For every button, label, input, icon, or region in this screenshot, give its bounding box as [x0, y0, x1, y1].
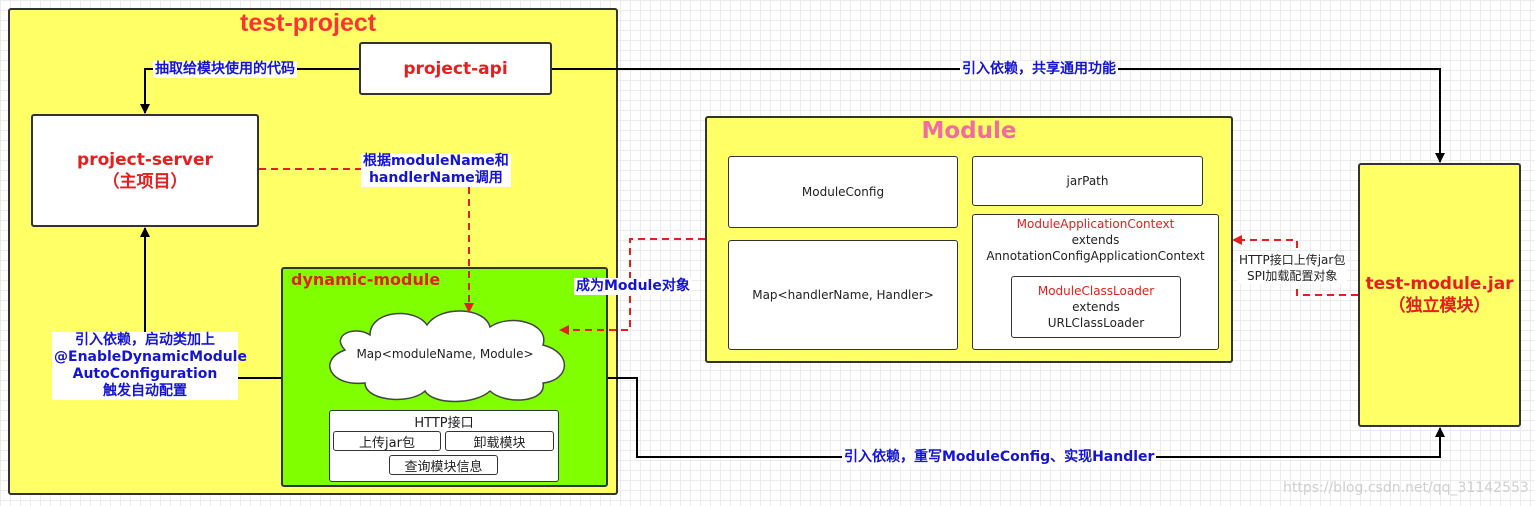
application-context-extends: extends [1071, 233, 1120, 247]
label-upload-line1: HTTP接口上传jar包 [1239, 253, 1346, 267]
label-import-shared: 引入依赖，共享通用功能 [960, 61, 1118, 78]
label-extract-code: 抽取给模块使用的代码 [153, 61, 297, 78]
application-context-text: ModuleApplicationContext extends Annotat… [972, 216, 1219, 264]
query-module-button[interactable]: 查询模块信息 [389, 455, 498, 475]
project-api-label: project-api [403, 58, 508, 79]
project-server-name: project-server [77, 149, 213, 170]
http-interface-title: HTTP接口 [414, 416, 474, 431]
class-loader-extends: extends [1072, 300, 1120, 314]
application-context-name: ModuleApplicationContext [1016, 217, 1175, 231]
module-config-label: ModuleConfig [801, 185, 885, 199]
label-upload-line2: SPI加载配置对象 [1246, 269, 1338, 283]
label-become-module: 成为Module对象 [574, 278, 692, 295]
handler-map-box: Map<handlerName, Handler> [728, 240, 958, 350]
label-auto-line4: 触发自动配置 [103, 383, 187, 399]
jar-path-box: jarPath [972, 156, 1203, 206]
upload-jar-button[interactable]: 上传jar包 [333, 431, 441, 451]
class-loader-name: ModuleClassLoader [1037, 284, 1155, 298]
test-module-jar-subtitle: （独立模块） [1388, 296, 1491, 316]
label-call-line2: handlerName调用 [368, 170, 503, 186]
test-module-jar-name: test-module.jar [1365, 274, 1514, 294]
label-auto-line2: @EnableDynamicModule [54, 349, 247, 365]
label-import-override: 引入依赖，重写ModuleConfig、实现Handler [842, 449, 1157, 466]
dynamic-module-title: dynamic-module [291, 270, 441, 289]
application-context-parent: AnnotationConfigApplicationContext [986, 249, 1205, 263]
test-project-title: test-project [240, 9, 377, 37]
handler-map-label: Map<handlerName, Handler> [752, 288, 934, 302]
watermark-text: https://blog.csdn.net/qq_31142553 [1283, 480, 1529, 496]
jar-path-label: jarPath [1066, 174, 1109, 188]
label-import-auto: 引入依赖，启动类加上 @EnableDynamicModule AutoConf… [52, 332, 247, 400]
class-loader-parent: URLClassLoader [1047, 316, 1145, 330]
project-server-subtitle: （主项目） [102, 171, 188, 192]
module-title: Module [921, 118, 1017, 144]
module-config-box: ModuleConfig [728, 156, 958, 228]
test-module-jar-box[interactable]: test-module.jar （独立模块） [1358, 163, 1521, 427]
module-map-label: Map<moduleName, Module> [356, 347, 534, 361]
class-loader-box: ModuleClassLoader extends URLClassLoader [1011, 276, 1181, 338]
label-http-upload: HTTP接口上传jar包 SPI加载配置对象 [1237, 252, 1348, 284]
label-auto-line1: 引入依赖，启动类加上 [75, 332, 215, 348]
label-call-line1: 根据moduleName和 [363, 153, 509, 169]
project-server-box[interactable]: project-server （主项目） [31, 114, 259, 227]
project-api-box[interactable]: project-api [359, 42, 552, 95]
unload-module-button[interactable]: 卸载模块 [445, 431, 554, 451]
label-call-by-name: 根据moduleName和 handlerName调用 [361, 153, 511, 187]
label-auto-line3: AutoConfiguration [72, 366, 218, 382]
